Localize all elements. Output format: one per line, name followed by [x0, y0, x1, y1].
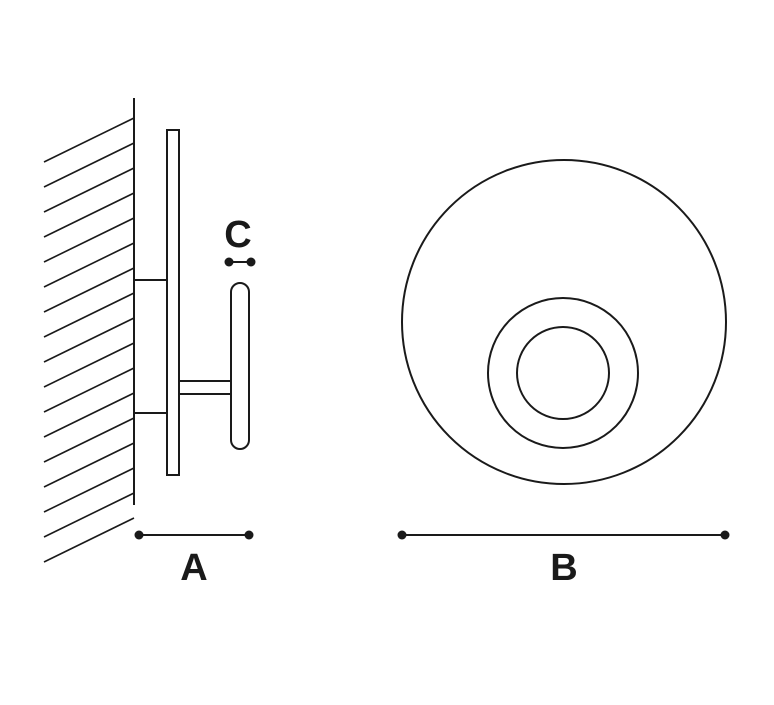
dimension-a-label: A: [180, 547, 207, 589]
hatch-line: [43, 167, 135, 213]
hatch-line: [43, 217, 135, 263]
front-outer-disc: [401, 159, 727, 485]
wall-plate: [166, 129, 180, 476]
hatch-line: [43, 467, 135, 513]
dimension-b-start-dot: [397, 530, 407, 540]
hatch-line: [43, 242, 135, 288]
diffuser-side: [230, 282, 250, 450]
dimension-b-label: B: [550, 547, 577, 589]
dimension-c-end-dot: [246, 257, 256, 267]
front-middle-ring: [487, 297, 639, 449]
hatch-line: [43, 367, 135, 413]
dimension-b: B: [397, 530, 730, 589]
hatch-line: [43, 192, 135, 238]
dimension-a: A: [134, 530, 254, 589]
hatch-line: [43, 342, 135, 388]
dimension-c-start-dot: [224, 257, 234, 267]
dimension-a-start-dot: [134, 530, 144, 540]
dimension-a-end-dot: [244, 530, 254, 540]
mounting-block: [133, 279, 168, 414]
hatch-line: [43, 117, 135, 163]
hatch-line: [43, 417, 135, 463]
hatch-line: [43, 267, 135, 313]
wall-hatching: [43, 117, 135, 563]
hatch-line: [43, 142, 135, 188]
dimension-b-end-dot: [720, 530, 730, 540]
front-view: [401, 159, 727, 485]
hatch-line: [43, 442, 135, 488]
connecting-arm: [178, 380, 232, 395]
dimension-c: C: [224, 214, 256, 267]
dimension-c-label: C: [224, 214, 251, 256]
front-inner-ring: [516, 326, 610, 420]
hatch-line: [43, 392, 135, 438]
hatch-line: [43, 317, 135, 363]
hatch-line: [43, 492, 135, 538]
hatch-line: [43, 517, 135, 563]
hatch-line: [43, 292, 135, 338]
